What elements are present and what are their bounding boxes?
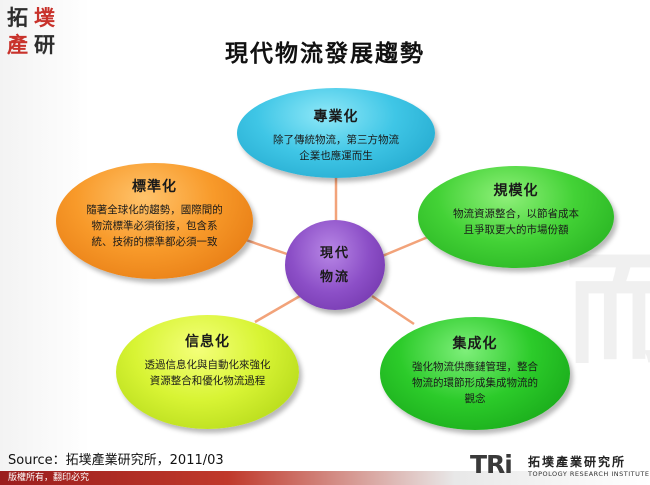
node-standardization: 標準化 隨著全球化的趨勢，國際間的物流標準必須銜接，包含系統、技術的標準都必須一… xyxy=(56,163,253,279)
footer-bar xyxy=(0,471,650,485)
brand-mark: TRi xyxy=(470,450,513,479)
brand-english: TOPOLOGY RESEARCH INSTITUTE xyxy=(528,470,650,478)
page-title: 現代物流發展趨勢 xyxy=(225,40,425,67)
center-node: 現代 物流 xyxy=(285,220,385,310)
node-title: 規模化 xyxy=(493,183,539,199)
logo: 拓 墣 產 研 xyxy=(3,3,63,63)
brand-name: 拓墣產業研究所 xyxy=(528,455,627,469)
node-title: 信息化 xyxy=(185,334,230,350)
center-label-line1: 現代 xyxy=(319,246,350,261)
node-title: 集成化 xyxy=(452,336,498,352)
node-informatization: 信息化 透過信息化與自動化來強化資源整合和優化物流過程 xyxy=(116,315,299,429)
center-label-line2: 物流 xyxy=(319,270,350,285)
node-description: 除了傳統物流，第三方物流企業也應運而生 xyxy=(273,134,399,162)
node-description: 透過信息化與自動化來強化資源整合和優化物流過程 xyxy=(144,359,271,387)
node-description: 隨著全球化的趨勢，國際間的物流標準必須銜接，包含系統、技術的標準都必須一致 xyxy=(86,204,223,248)
node-title: 專業化 xyxy=(313,109,359,125)
logo-char: 產 xyxy=(7,32,28,57)
connector-left xyxy=(239,236,291,257)
node-description: 強化物流供應鏈管理，整合物流的環節形成集成物流的觀念 xyxy=(412,361,538,405)
node-title: 標準化 xyxy=(132,179,177,195)
node-specialization: 專業化 除了傳統物流，第三方物流企業也應運而生 xyxy=(237,88,435,178)
connector-bottom-left xyxy=(254,294,301,324)
copyright-text: 版權所有，翻印必究 xyxy=(8,473,90,483)
connector-right xyxy=(379,235,429,259)
node-integration: 集成化 強化物流供應鏈管理，整合物流的環節形成集成物流的觀念 xyxy=(380,317,570,430)
node-description: 物流資源整合，以節省成本且爭取更大的市場份額 xyxy=(453,208,579,236)
brand-logo: TRi 拓墣產業研究所 TOPOLOGY RESEARCH INSTITUTE xyxy=(470,450,649,481)
logo-char: 拓 xyxy=(7,5,28,30)
connector-bottom-right xyxy=(371,294,415,326)
logo-char: 墣 xyxy=(34,5,55,30)
logo-char: 研 xyxy=(34,32,55,57)
source-note: Source：拓墣產業研究所，2011/03 xyxy=(8,453,224,468)
node-scale: 規模化 物流資源整合，以節省成本且爭取更大的市場份額 xyxy=(418,166,614,268)
